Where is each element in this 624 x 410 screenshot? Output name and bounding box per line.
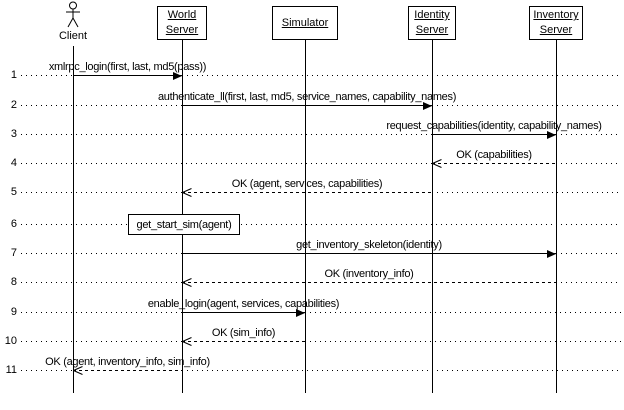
guide-dotted-line [182, 370, 621, 371]
guide-dotted-line [21, 282, 182, 283]
message-number: 1 [10, 69, 17, 81]
guide-dotted-line [432, 192, 621, 193]
participant-label-world: World [167, 9, 197, 21]
return-arrow [182, 341, 305, 342]
guide-dotted-line [21, 163, 432, 164]
guide-dotted-line [182, 75, 621, 76]
message-number: 8 [10, 276, 17, 288]
message-label: authenticate_ll(first, last, md5, servic… [157, 91, 457, 103]
guide-dotted-line [21, 370, 73, 371]
message-number: 5 [10, 186, 17, 198]
lifeline-client [73, 46, 74, 393]
return-arrow [182, 282, 556, 283]
return-arrow [73, 370, 182, 371]
guide-dotted-line [21, 75, 73, 76]
message-number: 11 [5, 364, 17, 376]
actor-icon [64, 1, 82, 29]
message-number: 10 [4, 335, 17, 347]
participant-label-simulator: Simulator [281, 16, 329, 29]
message-label: OK (agent, inventory_info, sim_info) [45, 356, 210, 368]
participant-label-client: Client [58, 30, 88, 42]
message-label: OK (sim_info) [211, 327, 276, 339]
participant-label-identity: Identity [414, 9, 450, 21]
guide-dotted-line [21, 341, 182, 342]
call-arrow [73, 75, 182, 76]
call-arrow [432, 134, 556, 135]
message-label: OK (inventory_info) [324, 268, 414, 280]
call-arrow [182, 253, 556, 254]
message-label: get_inventory_skeleton(identity) [296, 239, 442, 251]
participant-label-world: Server [165, 24, 199, 36]
arrowhead-icon [547, 250, 556, 258]
participant-simulator: Simulator [272, 6, 338, 40]
arrowhead-icon [423, 102, 432, 110]
guide-dotted-line [305, 341, 621, 342]
message-number: 3 [10, 128, 17, 140]
return-arrow [432, 163, 556, 164]
message-label: OK (capabilities) [456, 149, 532, 161]
guide-dotted-line [305, 312, 621, 313]
message-label: xmlrpc_login(first, last, md5(pass)) [48, 61, 207, 73]
open-arrowhead-icon [181, 278, 192, 287]
message-label: OK (agent, services, capabilities) [231, 178, 383, 190]
guide-dotted-line [21, 312, 182, 313]
lifeline-identity [432, 40, 433, 393]
message-number: 7 [10, 247, 17, 259]
message-number: 6 [10, 218, 17, 230]
message-number: 4 [10, 157, 17, 169]
participant-label-inventory: Inventory [533, 9, 579, 21]
guide-dotted-line [21, 134, 432, 135]
call-arrow [182, 312, 305, 313]
open-arrowhead-icon [431, 159, 442, 168]
open-arrowhead-icon [181, 188, 192, 197]
guide-dotted-line [556, 282, 621, 283]
message-number: 2 [10, 99, 17, 111]
guide-dotted-line [21, 105, 182, 106]
message-number: 9 [10, 306, 17, 318]
guide-dotted-line [432, 105, 621, 106]
participant-label-inventory: Server [539, 24, 573, 36]
open-arrowhead-icon [72, 366, 83, 375]
guide-dotted-line [556, 134, 621, 135]
lifeline-inventory [556, 40, 557, 393]
arrowhead-icon [547, 131, 556, 139]
guide-dotted-line [556, 253, 621, 254]
message-label: request_capabilities(identity, capabilit… [386, 120, 602, 132]
self-call-box: get_start_sim(agent) [128, 214, 240, 235]
lifeline-simulator [305, 40, 306, 393]
participant-label-identity: Server [415, 24, 449, 36]
arrowhead-icon [173, 72, 182, 80]
message-label: enable_login(agent, services, capabiliti… [147, 298, 340, 310]
open-arrowhead-icon [181, 337, 192, 346]
arrowhead-icon [296, 309, 305, 317]
guide-dotted-line [21, 253, 182, 254]
call-arrow [182, 105, 432, 106]
guide-dotted-line [556, 163, 621, 164]
guide-dotted-line [21, 192, 182, 193]
guide-dotted-line [21, 224, 621, 225]
return-arrow [182, 192, 432, 193]
